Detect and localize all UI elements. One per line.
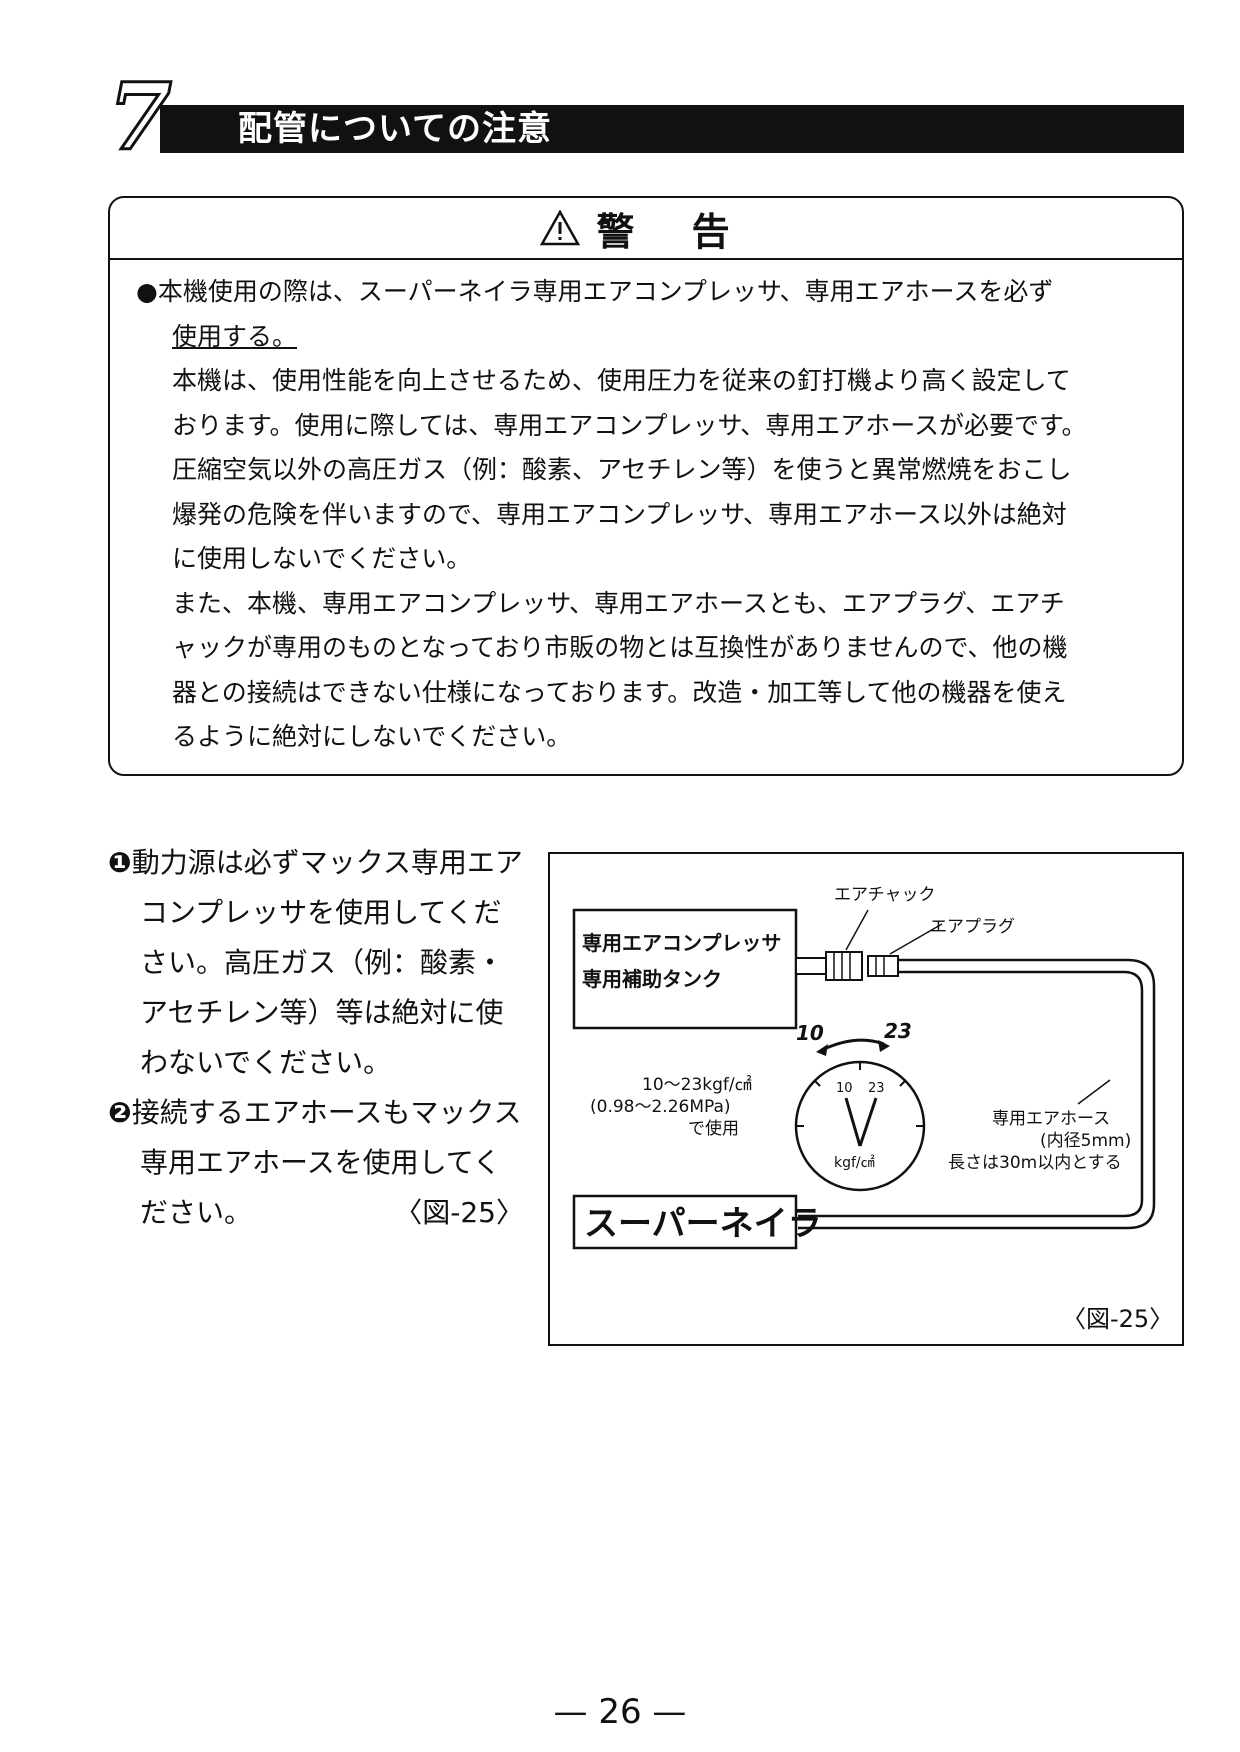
figure-25: エアチャック エアプラグ 専用エアコンプレッサ 専用補助タンク 10 23 10… [548, 852, 1184, 1346]
nailer-box [572, 1194, 798, 1250]
note-text: 動力源は必ずマックス専用エアコンプレッサを使用してください。高圧ガス（例：酸素・… [131, 846, 523, 1079]
gauge-unit: kgf/㎠ [834, 1155, 875, 1171]
label-gauge-high: 23 [884, 1019, 912, 1043]
label-hose-diameter: (内径5mm) [1040, 1131, 1132, 1151]
gauge-range-arc [821, 1038, 885, 1052]
label-pressure-use: で使用 [688, 1119, 739, 1139]
gauge-needle-low [844, 1097, 862, 1147]
air-hose [798, 958, 1156, 1230]
warning-line: おります。使用に際しては、専用エアコンプレッサ、専用エアホースが必要です。 [172, 410, 1087, 440]
warning-body: ●本機使用の際は、スーパーネイラ専用エアコンプレッサ、専用エアホースを必ず 使用… [110, 260, 1182, 760]
warning-line: るように絶対にしないでください。 [172, 722, 572, 751]
label-super-nailer: スーパーネイラ [584, 1204, 822, 1244]
note-number: ❶ [108, 846, 132, 879]
gauge-dial-high: 23 [868, 1081, 885, 1096]
section-header: 7 配管についての注意 [107, 63, 1184, 171]
label-pressure-range: 10〜23kgf/㎠ [642, 1075, 752, 1095]
page-number: — 26 — [553, 1692, 687, 1732]
note-item: ❶動力源は必ずマックス専用エアコンプレッサを使用してください。高圧ガス（例：酸素… [108, 838, 528, 1088]
note-text: 接続するエアホースもマックス専用エアホースを使用してください。 [131, 1096, 522, 1229]
notes: ❶動力源は必ずマックス専用エアコンプレッサを使用してください。高圧ガス（例：酸素… [108, 838, 528, 1238]
warning-line: 圧縮空気以外の高圧ガス（例：酸素、アセチレン等）を使うと異常燃焼をおこし [172, 455, 1072, 484]
label-pressure-mpa: (0.98〜2.26MPa) [590, 1097, 731, 1117]
gauge-needle-high [858, 1097, 878, 1147]
compressor-outlet [795, 957, 827, 975]
warning-title: 警 告 [596, 209, 752, 254]
note-number: ❷ [108, 1096, 132, 1129]
leader-air-plug [889, 923, 943, 955]
warning-line: ャックが専用のものとなっており市販の物とは互換性がありませんので、他の機 [172, 633, 1068, 662]
label-gauge-low: 10 [796, 1021, 824, 1045]
label-compressor: 専用エアコンプレッサ [582, 931, 782, 955]
label-hose-length: 長さは30m以内とする [948, 1153, 1122, 1173]
piping-diagram [572, 908, 1156, 1250]
leader-hose [1077, 1079, 1111, 1105]
air-chuck-part [825, 951, 863, 981]
warning-line: に使用しないでください。 [172, 544, 472, 573]
label-air-chuck: エアチャック [834, 885, 936, 905]
warning-line: 器との接続はできない仕様になっております。改造・加工等して他の機器を使え [172, 677, 1067, 707]
warning-bullet-underlined: 使用する。 [172, 321, 298, 351]
section-title: 配管についての注意 [238, 109, 552, 149]
figure-caption: 〈図-25〉 [1062, 1305, 1174, 1333]
leader-air-chuck [845, 909, 869, 951]
figure-reference: 〈図-25〉 [394, 1196, 524, 1229]
warning-header: 警 告 [110, 198, 1182, 260]
warning-line: 爆発の危険を伴いますので、専用エアコンプレッサ、専用エアホース以外は絶対 [172, 499, 1067, 529]
warning-box: 警 告 ●本機使用の際は、スーパーネイラ専用エアコンプレッサ、専用エアホースを必… [108, 196, 1184, 776]
warning-line: また、本機、専用エアコンプレッサ、専用エアホースとも、エアプラグ、エアチ [172, 588, 1065, 618]
warning-line: 本機は、使用性能を向上させるため、使用圧力を従来の釘打機より高く設定して [172, 366, 1071, 395]
section-number: 7 [107, 63, 174, 171]
label-hose: 専用エアホース [992, 1109, 1111, 1129]
section-title-bar [160, 105, 1184, 153]
warning-bullet: ●本機使用の際は、スーパーネイラ専用エアコンプレッサ、専用エアホースを必ず [136, 277, 1054, 306]
gauge-dial-low: 10 [836, 1081, 853, 1096]
label-air-plug: エアプラグ [930, 917, 1015, 937]
label-aux-tank: 専用補助タンク [582, 967, 722, 991]
air-plug-part [867, 955, 899, 977]
note-item: ❷接続するエアホースもマックス専用エアホースを使用してください。 〈図-25〉 [108, 1088, 528, 1238]
warning-triangle-icon [540, 210, 581, 246]
